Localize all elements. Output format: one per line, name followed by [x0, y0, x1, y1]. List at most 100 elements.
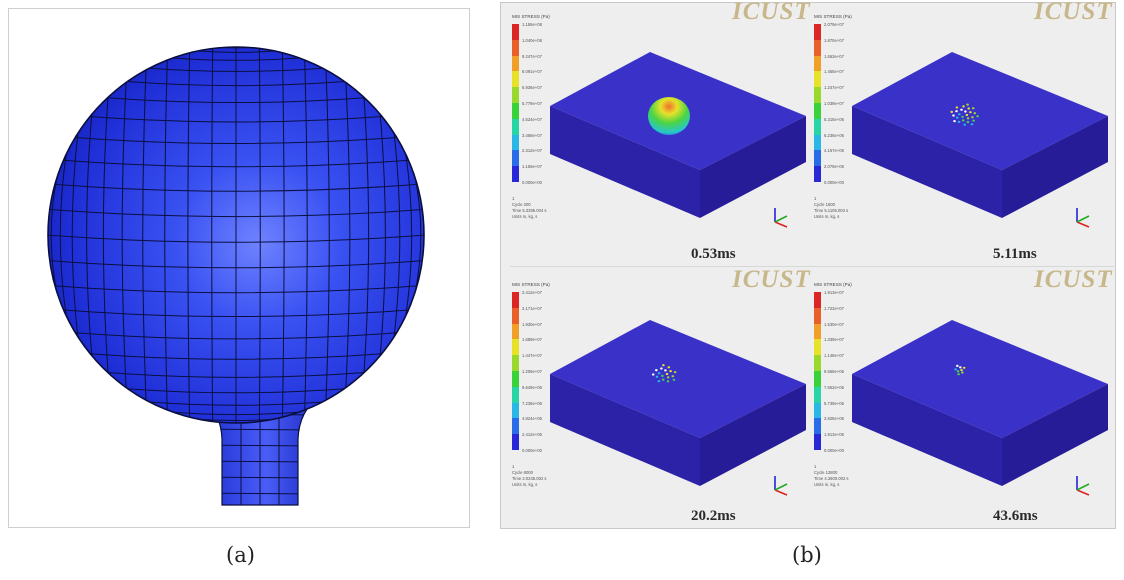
simulation-info-line: Time 2.0245.002 s	[512, 476, 547, 481]
colorbar-segment	[814, 402, 821, 419]
colorbar-segment	[512, 71, 519, 88]
fragment-particle	[973, 112, 977, 115]
colorbar-segment	[814, 102, 821, 119]
stress-tick-label: 9.247e+07	[522, 53, 542, 59]
time-label: 5.11ms	[993, 246, 1037, 262]
plate-front-face	[550, 106, 700, 218]
stress-tick-label: 1.247e+07	[824, 85, 844, 91]
colorbar-segment	[814, 292, 821, 308]
stress-tick-label: 4.624e+07	[522, 116, 542, 122]
fragment-particle	[961, 115, 964, 118]
plate-top-face	[550, 320, 806, 438]
fragment-particle	[954, 368, 957, 371]
fragment-particle	[965, 113, 969, 117]
fragment-particle	[955, 106, 959, 109]
fragment-particle	[667, 366, 671, 369]
colorbar-segment	[814, 24, 821, 40]
stress-legend-title: MIS STRESS (Pa)	[814, 282, 852, 287]
balloon-mesh-figure	[47, 46, 425, 506]
plate-front-face	[852, 374, 1002, 486]
colorbar-segment	[814, 323, 821, 340]
stress-tick-label: 4.157e+06	[824, 148, 844, 154]
fragment-particle	[661, 374, 664, 377]
software-logo: ICUST	[1034, 266, 1113, 293]
stress-tick-label: 1.530e+07	[824, 321, 844, 327]
software-logo: ICUST	[732, 0, 811, 25]
stress-tick-label: 4.824e+06	[522, 416, 542, 422]
stress-tick-label: 2.079e+06	[824, 164, 844, 170]
stress-tick-label: 1.455e+07	[824, 69, 844, 75]
simulation-info-line: Cycle 6000	[512, 470, 533, 475]
stress-tick-label: 2.171e+07	[522, 305, 542, 311]
fragment-particle	[957, 120, 961, 123]
fragment-particle	[959, 366, 962, 369]
colorbar-segment	[512, 87, 519, 103]
stress-tick-label: 1.447e+07	[522, 353, 542, 359]
plate-right-face	[700, 384, 806, 486]
fragment-particle	[958, 113, 961, 116]
stress-tick-label: 2.412e+06	[522, 432, 542, 438]
stress-tick-label: 1.156e+07	[522, 164, 542, 170]
fragment-particle	[956, 364, 959, 367]
colorbar-segment	[814, 370, 821, 387]
stress-tick-label: 1.663e+07	[824, 53, 844, 59]
balloon-sphere	[47, 46, 425, 424]
fragment-particle	[960, 108, 963, 111]
fragment-particle	[962, 105, 965, 108]
colorbar-segment	[814, 87, 821, 103]
colorbar-segment	[814, 434, 821, 450]
time-label: 20.2ms	[691, 508, 736, 524]
simulation-info-line: Units m, kg, s	[814, 214, 840, 219]
simulation-info-line: Cycle 200	[512, 202, 531, 207]
fragment-particle	[961, 119, 965, 122]
colorbar-segment	[814, 166, 821, 182]
stress-tick-label: 5.779e+07	[522, 101, 542, 106]
stress-tick-label: 1.870e+07	[824, 37, 844, 43]
fragment-particle	[950, 110, 953, 113]
stress-tick-label: 1.913e+06	[824, 432, 844, 438]
colorbar-segment	[512, 307, 519, 324]
stress-tick-label: 8.315e+06	[824, 116, 844, 122]
caption-a: (a)	[226, 543, 255, 567]
colorbar-segment	[814, 386, 821, 403]
fragment-particle	[662, 364, 665, 367]
stress-tick-label: 3.468e+07	[522, 132, 542, 138]
axis-y	[1076, 215, 1090, 223]
fragment-particle	[672, 378, 676, 381]
fragment-particle	[955, 110, 958, 113]
stress-tick-label: 0.000e+00	[522, 180, 542, 185]
software-logo: ICUST	[732, 266, 811, 293]
fragment-particle	[961, 371, 964, 374]
fragment-particle	[952, 114, 955, 117]
caption-b: (b)	[792, 543, 822, 567]
stress-legend-title: MIS STRESS (Pa)	[512, 14, 550, 19]
plate-front-face	[550, 374, 700, 486]
colorbar-segment	[512, 402, 519, 419]
colorbar-segment	[512, 386, 519, 403]
axis-x	[774, 489, 788, 496]
simulation-info-line: Time 4.3600.002 s	[814, 476, 849, 481]
stress-tick-label: 1.040e+08	[522, 37, 542, 43]
plate-3d-view	[852, 52, 1108, 228]
fragment-particle	[957, 373, 960, 376]
fragment-particle	[661, 378, 665, 381]
stress-tick-label: 1.206e+07	[522, 369, 542, 374]
fragment-particle	[976, 115, 979, 118]
simulation-info-line: Units m, kg, s	[512, 214, 538, 219]
stress-tick-label: 7.652e+06	[824, 384, 844, 390]
colorbar-segment	[512, 292, 519, 308]
plate-3d-view	[550, 52, 806, 228]
stress-colorbar	[512, 292, 519, 450]
axis-y	[774, 215, 788, 223]
stress-tick-label: 1.930e+07	[522, 321, 542, 327]
stress-tick-label: 8.091e+07	[522, 69, 542, 75]
fragment-particle	[669, 370, 672, 373]
colorbar-segment	[512, 323, 519, 340]
plate-right-face	[700, 116, 806, 218]
